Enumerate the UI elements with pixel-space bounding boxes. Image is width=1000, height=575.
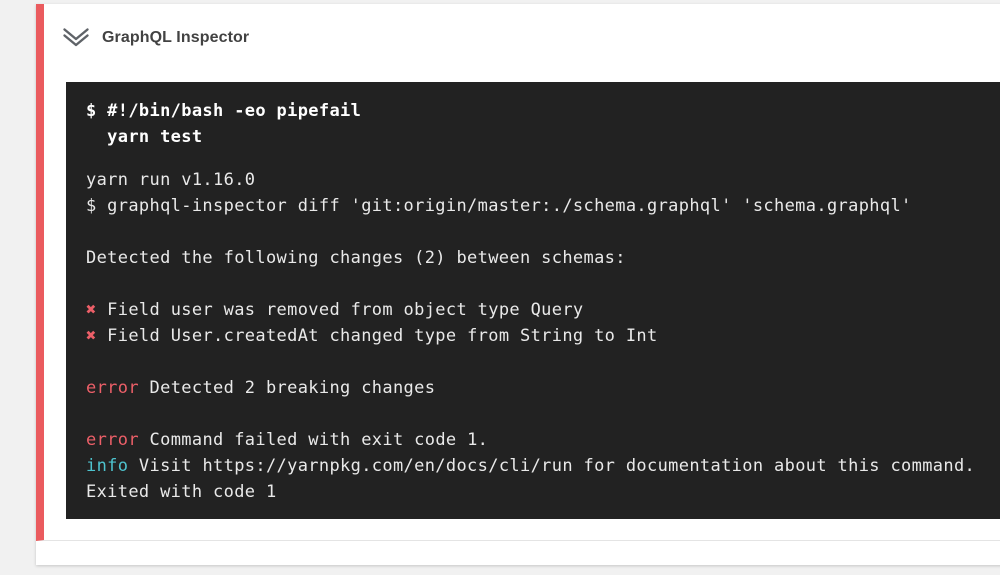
info-text-segment: info [86, 456, 129, 476]
terminal-output-line: error Command failed with exit code 1. [86, 427, 1000, 453]
log-text-segment: yarn run v1.16.0 [86, 170, 256, 190]
step-header-toggle[interactable]: GraphQL Inspector [44, 4, 1000, 50]
terminal-command-line: $ #!/bin/bash -eo pipefail [86, 101, 362, 121]
terminal-output-line: ✖ Field user was removed from object typ… [86, 297, 1000, 323]
terminal-output-line: yarn run v1.16.0 [86, 167, 1000, 193]
terminal-output-line: $ graphql-inspector diff 'git:origin/mas… [86, 193, 1000, 219]
terminal-output-line: error Detected 2 breaking changes [86, 375, 1000, 401]
terminal-output-line: Detected the following changes (2) betwe… [86, 245, 1000, 271]
log-text-segment: Visit https://yarnpkg.com/en/docs/cli/ru… [128, 456, 976, 476]
terminal-output-line: Exited with code 1 [86, 479, 1000, 505]
terminal-output-line: info Visit https://yarnpkg.com/en/docs/c… [86, 453, 1000, 479]
terminal-log-block: yarn run v1.16.0 $ graphql-inspector diff… [86, 167, 1000, 505]
log-text-segment: $ graphql-inspector diff 'git:origin/mas… [86, 196, 912, 216]
failed-step-section: GraphQL Inspector $ #!/bin/bash -eo pipe… [36, 4, 1000, 541]
double-chevron-down-icon[interactable] [62, 26, 90, 50]
terminal-command-line: yarn test [86, 127, 203, 147]
terminal-command-block: $ #!/bin/bash -eo pipefail yarn test [86, 98, 1000, 150]
log-text-segment: Field user was removed from object type … [96, 300, 584, 320]
terminal-output-line: ✖ Field User.createdAt changed type from… [86, 323, 1000, 349]
error-text-segment: error [86, 430, 139, 450]
error-text-segment: error [86, 378, 139, 398]
log-text-segment: Exited with code 1 [86, 482, 277, 502]
terminal-output-line [86, 219, 1000, 245]
build-step-card: GraphQL Inspector $ #!/bin/bash -eo pipe… [36, 4, 1000, 565]
terminal-output-line [86, 271, 1000, 297]
error-text-segment: ✖ [86, 326, 97, 346]
terminal-output-line [86, 349, 1000, 375]
error-text-segment: ✖ [86, 300, 97, 320]
log-text-segment: Detected 2 breaking changes [138, 378, 436, 398]
terminal-output: $ #!/bin/bash -eo pipefail yarn test yar… [66, 82, 1000, 519]
terminal-output-line [86, 401, 1000, 427]
log-text-segment: Detected the following changes (2) betwe… [86, 248, 626, 268]
step-title: GraphQL Inspector [102, 29, 250, 46]
log-text-segment: Command failed with exit code 1. [138, 430, 489, 450]
log-text-segment: Field User.createdAt changed type from S… [96, 326, 658, 346]
